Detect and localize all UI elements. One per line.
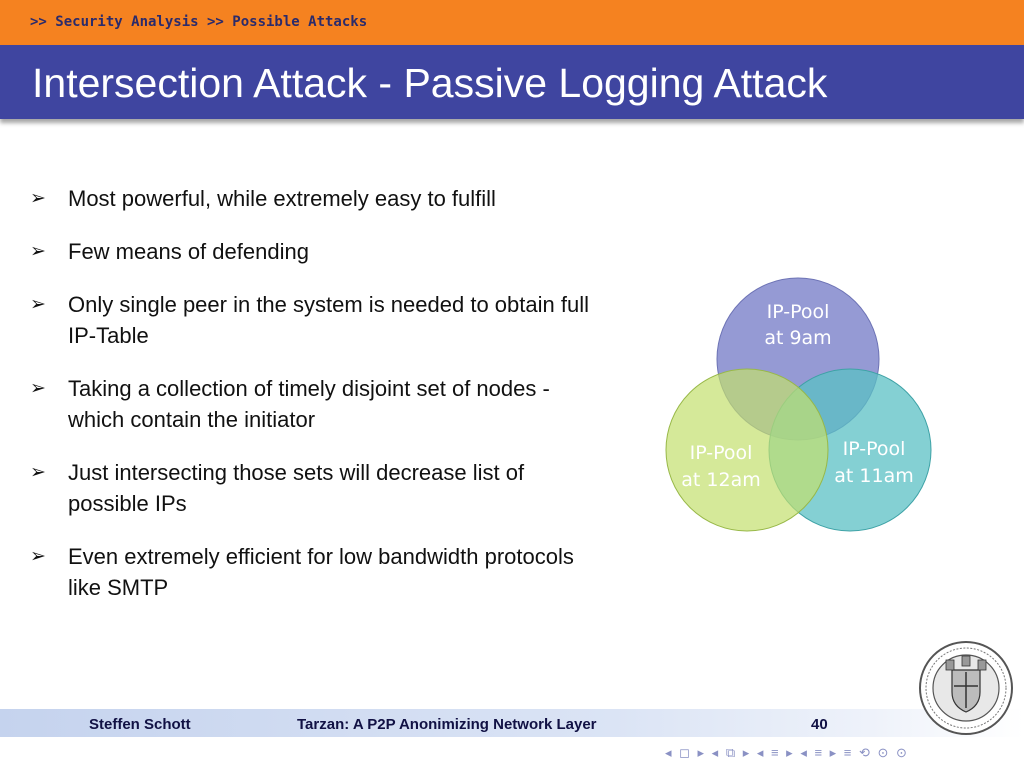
venn-label-11am-line2: at 11am bbox=[834, 465, 913, 487]
venn-label-9am-line2: at 9am bbox=[764, 327, 831, 349]
university-seal-icon bbox=[919, 641, 1013, 735]
bullet-text: Even extremely efficient for low bandwid… bbox=[68, 544, 574, 600]
bullet-text: Only single peer in the system is needed… bbox=[68, 292, 589, 348]
bullet-text: Few means of defending bbox=[68, 239, 309, 264]
bullet-item: ➢ Only single peer in the system is need… bbox=[30, 289, 590, 351]
title-bar: Intersection Attack - Passive Logging At… bbox=[0, 45, 1024, 119]
bullet-list: ➢ Most powerful, while extremely easy to… bbox=[30, 183, 590, 625]
bullet-text: Most powerful, while extremely easy to f… bbox=[68, 186, 496, 211]
bullet-item: ➢ Most powerful, while extremely easy to… bbox=[30, 183, 590, 214]
breadcrumb[interactable]: >> Security Analysis >> Possible Attacks bbox=[30, 14, 368, 30]
bullet-item: ➢ Taking a collection of timely disjoint… bbox=[30, 373, 590, 435]
venn-label-12am-line1: IP-Pool bbox=[690, 442, 753, 464]
arrow-bullet-icon: ➢ bbox=[30, 546, 46, 567]
venn-label-11am-line1: IP-Pool bbox=[843, 438, 906, 460]
footer-page-number: 40 bbox=[811, 716, 828, 733]
arrow-bullet-icon: ➢ bbox=[30, 378, 46, 399]
arrow-bullet-icon: ➢ bbox=[30, 294, 46, 315]
slide-navigation-controls[interactable]: ◂ ◻ ▸ ◂ ⧉ ▸ ◂ ≡ ▸ ◂ ≡ ▸ ≡ ⟲ ⊙ ⊙ bbox=[665, 745, 909, 760]
venn-label-9am-line1: IP-Pool bbox=[767, 301, 830, 323]
bullet-item: ➢ Even extremely efficient for low bandw… bbox=[30, 541, 590, 603]
arrow-bullet-icon: ➢ bbox=[30, 188, 46, 209]
venn-label-12am-line2: at 12am bbox=[681, 469, 760, 491]
venn-diagram: IP-Pool at 9am IP-Pool at 11am IP-Pool a… bbox=[665, 277, 932, 532]
breadcrumb-bar: >> Security Analysis >> Possible Attacks bbox=[0, 0, 1024, 45]
bullet-text: Just intersecting those sets will decrea… bbox=[68, 460, 525, 516]
bullet-item: ➢ Few means of defending bbox=[30, 236, 590, 267]
footer-bar bbox=[0, 709, 1024, 737]
bullet-item: ➢ Just intersecting those sets will decr… bbox=[30, 457, 590, 519]
arrow-bullet-icon: ➢ bbox=[30, 462, 46, 483]
arrow-bullet-icon: ➢ bbox=[30, 241, 46, 262]
footer-talk-title: Tarzan: A P2P Anonimizing Network Layer bbox=[297, 716, 597, 733]
page-title: Intersection Attack - Passive Logging At… bbox=[32, 60, 828, 106]
venn-circle-12am bbox=[665, 368, 829, 532]
footer-author: Steffen Schott bbox=[89, 716, 191, 733]
bullet-text: Taking a collection of timely disjoint s… bbox=[68, 376, 550, 432]
